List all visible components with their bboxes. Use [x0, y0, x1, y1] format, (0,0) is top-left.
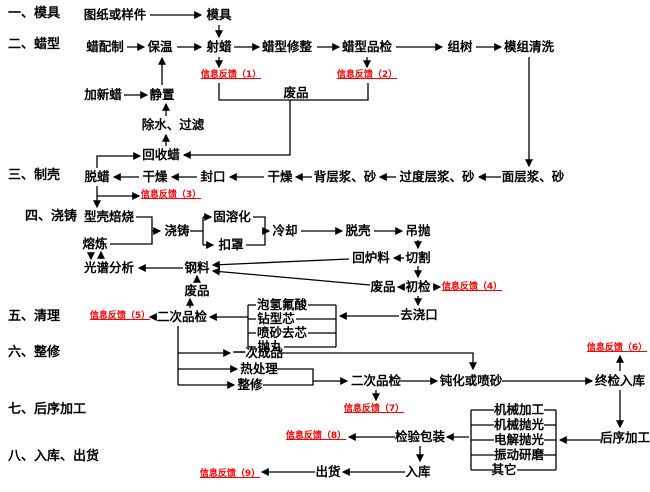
feedback-4: 信息反馈（4） [441, 282, 503, 292]
node-drill-core: 钻型芯 [257, 311, 295, 326]
section-6-repair: 六、整修 [8, 345, 61, 360]
node-recycled-wax: 回收蜡 [142, 147, 180, 162]
node-scrap-wax: 废品 [283, 85, 309, 100]
node-drawings-or-samples: 图纸或样件 [83, 7, 147, 22]
node-melting: 熔炼 [82, 236, 108, 251]
section-4-casting: 四、浇铸 [25, 209, 78, 224]
flow-edge [263, 368, 314, 386]
node-machining: 机械加工 [493, 402, 545, 417]
node-second-inspection-2: 二次品检 [350, 373, 402, 388]
feedback-1: 信息反馈（1） [200, 70, 262, 80]
node-settling: 静置 [149, 87, 175, 102]
node-scrap-steel: 废品 [184, 283, 210, 298]
node-inspection-packaging: 检验包装 [394, 429, 446, 444]
node-first-finished-product: 一次成品 [232, 345, 284, 360]
node-shot-blasting: 抛丸 [257, 339, 283, 354]
node-vibration-grinding: 振动研磨 [493, 447, 545, 462]
flow-edge [96, 152, 142, 168]
node-second-inspection-1: 二次品检 [156, 309, 208, 324]
node-cover-mask: 扣罩 [218, 237, 244, 252]
node-add-new-wax: 加新蜡 [84, 87, 122, 102]
feedback-3: 信息反馈（3） [140, 190, 202, 200]
node-solution-treatment: 固溶化 [213, 209, 251, 224]
node-cutting: 切割 [405, 250, 431, 265]
node-drying-2: 干燥 [267, 169, 293, 184]
node-sandblast-decoring: 喷砂去芯 [256, 325, 308, 340]
node-post-processing: 后序加工 [599, 430, 650, 445]
node-shell-roasting: 型壳焙烧 [83, 209, 135, 224]
section-7-post-processing: 七、后序加工 [8, 402, 87, 417]
section-8-storage-shipment: 八、入库、出货 [8, 449, 100, 464]
feedback-2: 信息反馈（2） [336, 70, 398, 80]
node-dewater-filter: 除水、过滤 [141, 117, 205, 132]
node-tree-assembly: 组树 [447, 39, 473, 54]
node-cooling: 冷却 [272, 223, 298, 238]
node-steel-stock: 钢料 [184, 260, 210, 275]
node-backup-slurry-sand: 背层浆、砂 [313, 169, 377, 184]
node-wax-pattern-inspection: 蜡型品检 [341, 39, 393, 54]
section-5-cleaning: 五、清理 [8, 309, 61, 324]
node-mold: 模具 [206, 7, 232, 22]
node-heat-preservation: 保温 [147, 39, 173, 54]
node-shipment: 出货 [315, 464, 341, 479]
node-sealing: 封口 [200, 169, 226, 184]
node-passivation-or-sandblast: 钝化或喷砂 [439, 373, 503, 388]
node-mechanical-polishing: 机械抛光 [493, 417, 545, 432]
node-module-cleaning: 模组清洗 [503, 39, 555, 54]
feedback-6: 信息反馈（6） [586, 343, 648, 353]
node-electrolytic-polishing: 电解抛光 [493, 432, 545, 447]
node-gate-removal: 去浇口 [400, 307, 438, 322]
node-hf-acid-soak: 泡氢氟酸 [256, 297, 308, 312]
node-wax-injection: 射蜡 [206, 39, 232, 54]
node-final-inspection-storage: 终检入库 [594, 373, 646, 388]
section-1-mold: 一、模具 [8, 6, 61, 21]
flow-edge [211, 258, 350, 269]
node-warehousing: 入库 [405, 464, 431, 479]
node-surface-slurry-sand: 面层浆、砂 [501, 169, 565, 184]
node-pouring: 浇铸 [164, 223, 190, 238]
node-heat-treatment: 热处理 [240, 361, 278, 376]
node-repair: 整修 [237, 377, 263, 392]
node-transition-slurry-sand: 过度层浆、砂 [399, 169, 475, 184]
node-wax-pattern-trimming: 蜡型修整 [261, 39, 313, 54]
feedback-8: 信息反馈（8） [285, 431, 347, 441]
node-dewaxing: 脱蜡 [84, 169, 110, 184]
feedback-9: 信息反馈（9） [199, 469, 261, 479]
node-wax-preparation: 蜡配制 [86, 39, 124, 54]
node-drying-1: 干燥 [142, 169, 168, 184]
section-3-shell-making: 三、制壳 [8, 168, 61, 183]
node-hanging-shot-blast: 吊抛 [405, 223, 431, 238]
node-initial-inspection: 初检 [405, 279, 431, 294]
node-remelt-material: 回炉料 [352, 250, 390, 265]
flow-edge [218, 83, 369, 101]
section-2-wax-pattern: 二、蜡型 [8, 37, 61, 52]
node-scrap-casting: 废品 [370, 279, 396, 294]
flow-edge [182, 100, 291, 159]
node-shell-removal: 脱壳 [345, 223, 371, 238]
node-other: 其它 [491, 462, 517, 477]
flow-edge [282, 352, 477, 371]
feedback-7: 信息反馈（7） [343, 404, 405, 414]
flow-edge [211, 267, 371, 286]
feedback-5: 信息反馈（5） [89, 311, 151, 321]
node-spectral-analysis: 光谱分析 [83, 260, 135, 275]
